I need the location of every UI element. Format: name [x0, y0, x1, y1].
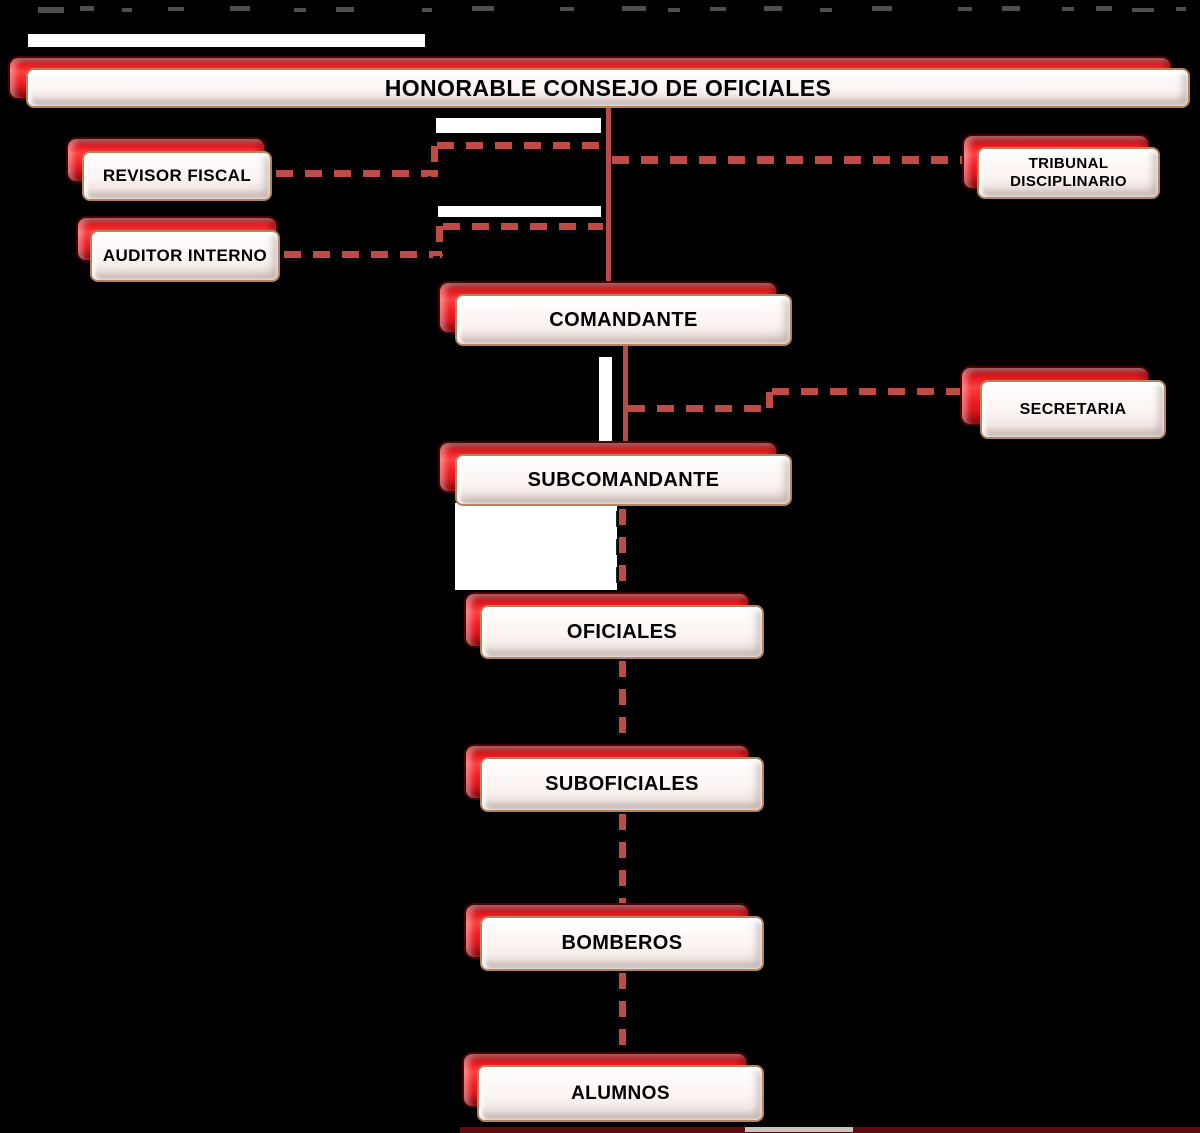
title-glyph-fragment [668, 8, 680, 12]
title-glyph-fragment [336, 7, 354, 12]
title-glyph-fragment [422, 8, 432, 12]
title-glyph-fragment [820, 8, 832, 12]
box-label: TRIBUNAL [1028, 154, 1109, 172]
title-glyph-fragment [1062, 7, 1074, 11]
box-label: AUDITOR INTERNO [102, 245, 268, 265]
connector-solid-line [606, 104, 611, 295]
connector-dashed-line [436, 226, 443, 256]
connector-dashed-line [284, 251, 442, 258]
title-glyph-fragment [764, 6, 782, 11]
connector-solid-line [623, 346, 628, 456]
box-label: HONORABLE CONSEJO DE OFICIALES [384, 74, 832, 101]
connector-dashed-line [619, 973, 626, 1052]
title-glyph-fragment [168, 7, 184, 11]
connector-dashed-line [276, 170, 438, 177]
title-glyph-fragment [1002, 6, 1020, 11]
box-label: COMANDANTE [549, 308, 698, 331]
box-label: DISCIPLINARIO [1010, 173, 1127, 190]
connector-dashed-line [619, 814, 626, 903]
title-glyph-fragment [472, 6, 494, 11]
title-glyph-fragment [294, 8, 306, 12]
connector-dashed-line [443, 223, 603, 230]
box-label-panel: SECRETARIA [980, 380, 1166, 439]
box-label: REVISOR FISCAL [102, 165, 252, 185]
box-label-panel: AUDITOR INTERNO [90, 230, 280, 282]
title-glyph-fragment [710, 7, 726, 11]
box-label-panel: REVISOR FISCAL [82, 151, 272, 201]
box-label-panel: BOMBEROS [480, 916, 764, 971]
box-label: ALUMNOS [571, 1082, 670, 1104]
background-patch [599, 357, 612, 441]
box-label-panel: COMANDANTE [455, 294, 792, 346]
box-label-panel: SUBCOMANDANTE [455, 454, 792, 506]
box-label-panel: OFICIALES [480, 605, 764, 659]
connector-dashed-line [437, 142, 609, 149]
title-underline [28, 34, 425, 47]
background-patch [455, 503, 617, 590]
title-glyph-fragment [230, 6, 250, 11]
connector-dashed-line [766, 392, 773, 412]
box-label-panel: SUBOFICIALES [480, 757, 764, 812]
title-glyph-fragment [122, 8, 132, 12]
title-glyph-fragment [1096, 6, 1112, 11]
box-label: SUBOFICIALES [545, 773, 699, 796]
box-label: OFICIALES [566, 620, 678, 643]
connector-dashed-line [619, 661, 626, 744]
connector-dashed-line [772, 388, 982, 395]
connector-dashed-line [612, 156, 964, 164]
title-glyph-fragment [872, 6, 892, 11]
title-glyph-fragment [38, 7, 64, 13]
box-label: BOMBEROS [561, 932, 683, 955]
title-glyph-fragment [1132, 8, 1154, 12]
bottom-border-highlight [745, 1127, 853, 1132]
title-glyph-fragment [80, 6, 94, 11]
box-label-panel: ALUMNOS [477, 1065, 764, 1122]
connector-dashed-line [619, 509, 626, 592]
title-glyph-fragment [560, 7, 574, 11]
title-glyph-fragment [1176, 7, 1186, 11]
connector-dashed-line [628, 405, 770, 412]
title-glyph-fragment [622, 6, 646, 11]
connector-dashed-line [431, 146, 438, 177]
box-label-panel: HONORABLE CONSEJO DE OFICIALES [26, 68, 1190, 108]
background-patch [438, 206, 601, 217]
box-label: SUBCOMANDANTE [527, 468, 720, 491]
title-glyph-fragment [958, 7, 972, 11]
background-patch [436, 118, 601, 133]
box-label: SECRETARIA [1019, 400, 1127, 418]
